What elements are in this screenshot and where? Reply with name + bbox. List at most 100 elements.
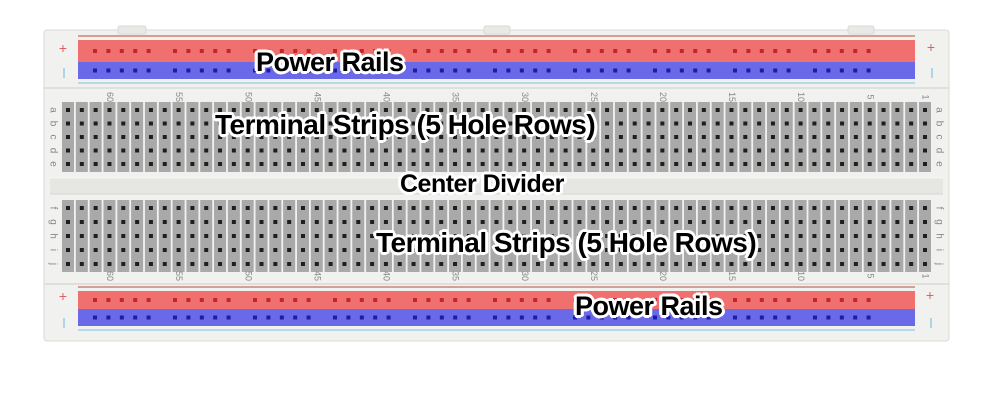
- hole: [480, 262, 485, 266]
- hole: [411, 234, 416, 238]
- hole: [480, 248, 485, 252]
- hole: [439, 121, 444, 126]
- hole: [121, 248, 126, 252]
- rail-hole-positive: [533, 49, 538, 53]
- hole: [121, 148, 126, 153]
- rail-hole-positive: [506, 298, 511, 302]
- hole: [508, 135, 513, 139]
- hole: [93, 135, 98, 139]
- column-number-top: 45: [312, 92, 322, 102]
- rail-hole-negative: [119, 315, 124, 320]
- hole: [356, 121, 361, 126]
- rail-hole-positive: [213, 49, 218, 53]
- rail-hole-negative: [599, 68, 604, 73]
- rail-hole-positive: [266, 49, 271, 53]
- rail-hole-positive: [506, 49, 511, 53]
- hole: [328, 234, 333, 238]
- hole: [466, 148, 471, 153]
- hole: [494, 234, 499, 238]
- rail-hole-positive: [786, 49, 791, 53]
- terminal-column: [753, 102, 766, 172]
- terminal-column: [89, 102, 102, 172]
- rail-hole-positive: [346, 49, 351, 53]
- hole: [591, 262, 596, 266]
- rail-hole-positive: [426, 298, 431, 302]
- rail-hole-negative: [746, 315, 751, 320]
- hole: [107, 108, 112, 112]
- hole: [66, 162, 70, 166]
- hole: [895, 108, 900, 112]
- hole: [867, 248, 872, 252]
- row-label: e: [933, 161, 944, 167]
- rail-hole-positive: [453, 49, 458, 53]
- rail-hole-positive: [386, 298, 391, 302]
- hole: [632, 162, 637, 166]
- terminal-column: [393, 200, 406, 272]
- hole: [397, 108, 402, 112]
- hole: [466, 162, 471, 166]
- rail-hole-negative: [359, 68, 364, 73]
- hole: [591, 148, 596, 153]
- hole: [93, 148, 98, 153]
- terminal-column: [366, 200, 379, 272]
- rail-hole-positive: [119, 49, 124, 53]
- hole: [840, 234, 845, 238]
- terminal-column: [628, 102, 641, 172]
- hole: [784, 220, 789, 224]
- rail-hole-positive: [613, 49, 618, 53]
- rail-hole-negative: [813, 68, 817, 73]
- hole: [535, 248, 540, 252]
- hole: [660, 262, 665, 266]
- row-label: j: [933, 262, 944, 265]
- hole: [383, 248, 388, 252]
- hole: [204, 162, 209, 166]
- hole: [356, 108, 361, 112]
- hole: [245, 108, 250, 112]
- column-number-bottom: 20: [658, 271, 668, 281]
- hole: [674, 121, 679, 126]
- hole: [826, 108, 831, 112]
- hole: [743, 148, 748, 153]
- terminal-column: [172, 102, 185, 172]
- hole: [867, 108, 872, 112]
- terminal-column: [573, 200, 586, 272]
- terminal-column: [241, 102, 254, 172]
- hole: [674, 135, 679, 139]
- hole: [148, 135, 153, 139]
- rail-hole-negative: [266, 68, 271, 73]
- rail-hole-positive: [306, 49, 311, 53]
- rail-hole-positive: [626, 298, 631, 302]
- hole: [370, 248, 375, 252]
- hole: [715, 234, 720, 238]
- hole: [370, 162, 375, 166]
- rail-hole-positive: [426, 49, 431, 53]
- hole: [895, 262, 900, 266]
- rail-hole-positive: [746, 49, 751, 53]
- column-number-top: 60: [105, 92, 115, 102]
- rail-hole-positive: [599, 49, 604, 53]
- hole: [826, 220, 831, 224]
- hole: [411, 162, 416, 166]
- hole: [798, 135, 803, 139]
- terminal-column: [766, 102, 779, 172]
- hole: [66, 108, 70, 112]
- hole: [688, 162, 693, 166]
- terminal-column: [296, 200, 309, 272]
- rail-hole-negative: [213, 315, 218, 320]
- hole: [176, 121, 181, 126]
- center-divider: [50, 177, 943, 195]
- hole: [273, 220, 278, 224]
- hole: [840, 162, 845, 166]
- hole: [881, 148, 886, 153]
- rail-hole-positive: [93, 49, 97, 53]
- hole: [646, 234, 651, 238]
- hole: [729, 148, 734, 153]
- rail-hole-negative: [199, 68, 204, 73]
- terminal-column: [103, 102, 116, 172]
- hole: [508, 220, 513, 224]
- rail-hole-negative: [826, 68, 831, 73]
- hole: [259, 148, 264, 153]
- hole: [646, 220, 651, 224]
- terminal-column: [366, 102, 379, 172]
- rail-hole-negative: [853, 68, 858, 73]
